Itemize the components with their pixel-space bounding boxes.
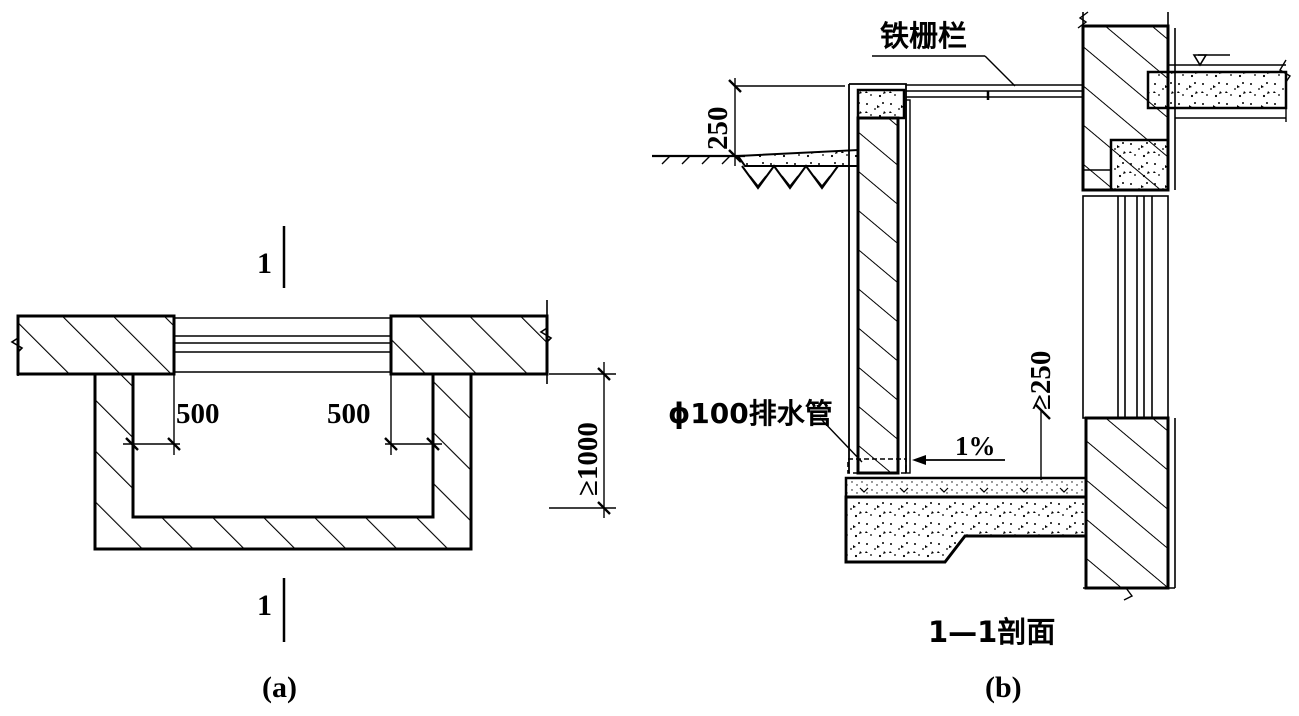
break-mark-bottom bbox=[1123, 587, 1134, 601]
wall-lining bbox=[905, 99, 911, 474]
slope-indicator: 1% bbox=[912, 431, 1005, 465]
drain-pipe: ϕ100排水管 bbox=[668, 397, 907, 474]
dimension-right-label: 500 bbox=[327, 398, 371, 430]
basement-window bbox=[1082, 195, 1169, 419]
wall-right bbox=[389, 300, 553, 384]
section-mark-bottom: 1 bbox=[257, 578, 286, 642]
figure-a-plan: 1 bbox=[10, 226, 616, 704]
dimension-right: 500 bbox=[327, 374, 442, 455]
floor-slab bbox=[844, 476, 1088, 564]
iron-grating bbox=[906, 84, 1083, 100]
ground bbox=[652, 148, 859, 190]
figure-b-section: 铁栅栏 250 bbox=[652, 11, 1291, 704]
break-mark-right-slab bbox=[1279, 59, 1291, 122]
section-title: 1—1剖面 bbox=[928, 615, 1055, 649]
window-opening bbox=[174, 317, 391, 373]
lightwell-wall bbox=[93, 372, 473, 551]
dimension-depth-label: ≥1000 bbox=[572, 422, 604, 496]
break-mark-right bbox=[539, 300, 553, 384]
dimension-sill-label: ≥250 bbox=[1025, 351, 1057, 410]
interior-floor-slab bbox=[1146, 54, 1291, 122]
dimension-curb: 250 bbox=[702, 78, 845, 166]
building-wall-lower bbox=[1083, 416, 1176, 601]
break-mark-left bbox=[10, 318, 24, 376]
drain-pipe-label: ϕ100排水管 bbox=[668, 397, 833, 430]
section-mark-top: 1 bbox=[257, 226, 286, 288]
grating-leader bbox=[984, 55, 1016, 87]
grating-label: 铁栅栏 bbox=[880, 19, 967, 53]
lightwell-outer-wall bbox=[848, 83, 907, 475]
dimension-left-label: 500 bbox=[176, 398, 220, 430]
section-mark-bottom-label: 1 bbox=[257, 589, 272, 622]
section-mark-top-label: 1 bbox=[257, 247, 272, 280]
dimension-left: 500 bbox=[123, 374, 220, 455]
wall-left bbox=[10, 314, 176, 376]
dimension-sill: ≥250 bbox=[1025, 351, 1057, 480]
dimension-depth: ≥1000 bbox=[549, 362, 616, 518]
caption-a: (a) bbox=[262, 671, 297, 704]
elevation-mark-icon bbox=[1192, 54, 1208, 67]
break-mark-top bbox=[1077, 11, 1089, 29]
slope-label: 1% bbox=[955, 431, 996, 461]
dimension-curb-label: 250 bbox=[702, 107, 734, 151]
caption-b: (b) bbox=[985, 671, 1022, 704]
